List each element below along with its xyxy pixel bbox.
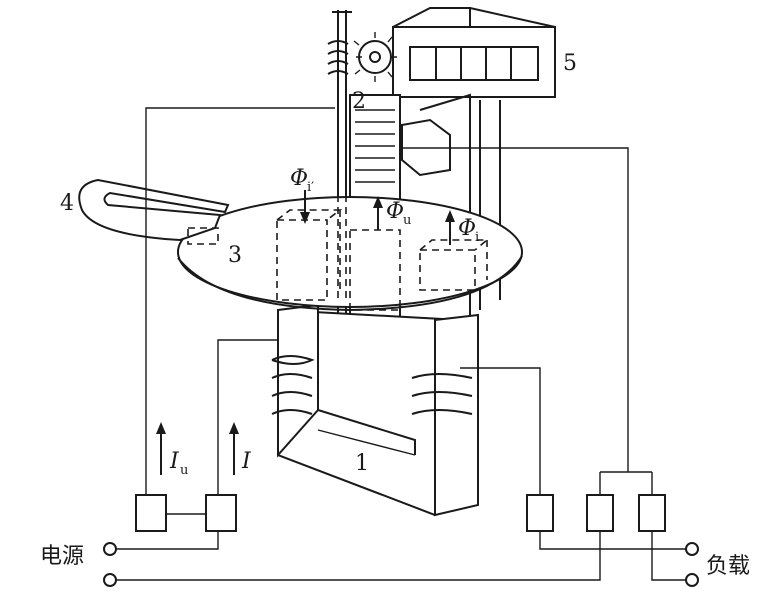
label-4: 4 [60, 191, 74, 216]
label-1: 1 [355, 451, 369, 476]
pole-pieces [276, 195, 490, 311]
current-arrows [156, 422, 239, 475]
register-counter [392, 7, 556, 98]
label-load: 负载 [706, 554, 750, 579]
worm-gear [327, 32, 397, 82]
label-power-source: 电源 [40, 544, 84, 569]
label-phi-i-prime-sub: i′ [307, 180, 314, 195]
label-current-u-sub: u [180, 463, 188, 478]
label-2: 2 [352, 89, 366, 114]
label-phi-i-sub: i [475, 230, 479, 245]
wiring [116, 107, 690, 581]
label-5: 5 [563, 51, 577, 76]
label-current-u: I [169, 449, 180, 474]
label-phi-u-sub: u [403, 213, 411, 228]
terminal-blocks [135, 494, 666, 532]
label-phi-u: Φ [386, 199, 404, 224]
label-3: 3 [228, 243, 242, 268]
label-current-i: I [241, 449, 252, 474]
brake-magnet [78, 178, 230, 245]
label-phi-i: Φ [458, 216, 476, 241]
current-coil-core [271, 303, 479, 517]
label-phi-i-prime: Φ [290, 166, 308, 191]
terminals [103, 542, 699, 587]
flux-arrows [300, 190, 455, 245]
